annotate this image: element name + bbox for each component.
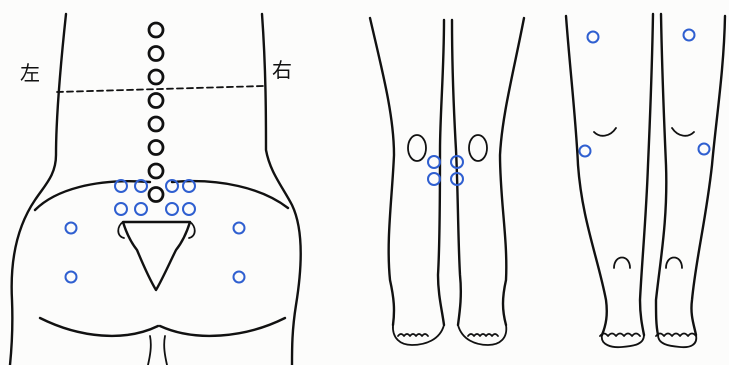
- acupoint-marker: [684, 30, 695, 41]
- back-right-toes: [656, 334, 696, 337]
- left-heel-arc: [614, 258, 630, 269]
- spine-point: [149, 70, 163, 84]
- acupoint-marker: [428, 173, 440, 185]
- spine-point: [149, 23, 163, 37]
- back-view: 左 右: [10, 14, 301, 365]
- spine-point: [149, 94, 163, 108]
- front-left-leg-inner: [438, 20, 444, 325]
- gluteal-cleft: [148, 336, 167, 365]
- right-buttock-lower: [160, 318, 285, 336]
- back-left-leg-inner: [640, 14, 653, 335]
- acupoint-marker: [115, 203, 127, 215]
- back-right-leg-inner: [656, 14, 666, 335]
- back-legs-view: [566, 14, 725, 347]
- spine-points: [149, 23, 163, 202]
- spine-point: [149, 141, 163, 155]
- spine-point: [149, 117, 163, 131]
- spine-point: [149, 164, 163, 178]
- acupoint-marker: [66, 272, 77, 283]
- right-knee-crease: [672, 128, 694, 136]
- left-buttock-lower: [40, 318, 158, 336]
- left-knee-crease: [594, 128, 616, 136]
- acupoint-marker: [588, 32, 599, 43]
- acupoint-marker: [428, 156, 440, 168]
- back-left-toes: [600, 334, 640, 337]
- back-right-leg-outer: [691, 16, 725, 335]
- right-heel-arc: [666, 258, 682, 269]
- spine-point: [149, 47, 163, 61]
- front-left-leg-outer: [370, 18, 394, 325]
- acupoint-marker: [135, 203, 147, 215]
- acupoint-marker: [183, 203, 195, 215]
- waist-dashed-line: [57, 86, 264, 92]
- acupoint-marker: [166, 203, 178, 215]
- acupoint-marker: [234, 223, 245, 234]
- back-left-leg-outer: [566, 16, 607, 335]
- sacrum-triangle: [123, 222, 190, 290]
- acupoint-marker: [234, 272, 245, 283]
- front-right-toes: [468, 334, 498, 336]
- right-label: 右: [272, 58, 292, 82]
- right-kneecap: [469, 135, 487, 161]
- acupoint-marker: [66, 223, 77, 234]
- front-legs-view: [370, 18, 524, 345]
- left-label: 左: [20, 61, 40, 85]
- front-left-toes: [398, 334, 428, 336]
- acupoint-markers: [66, 30, 710, 283]
- acupoint-marker: [580, 146, 591, 157]
- spine-point: [149, 188, 163, 202]
- left-buttock-upper: [35, 181, 150, 210]
- left-kneecap: [408, 135, 426, 161]
- front-right-leg-outer: [500, 18, 524, 325]
- acupoint-marker: [699, 144, 710, 155]
